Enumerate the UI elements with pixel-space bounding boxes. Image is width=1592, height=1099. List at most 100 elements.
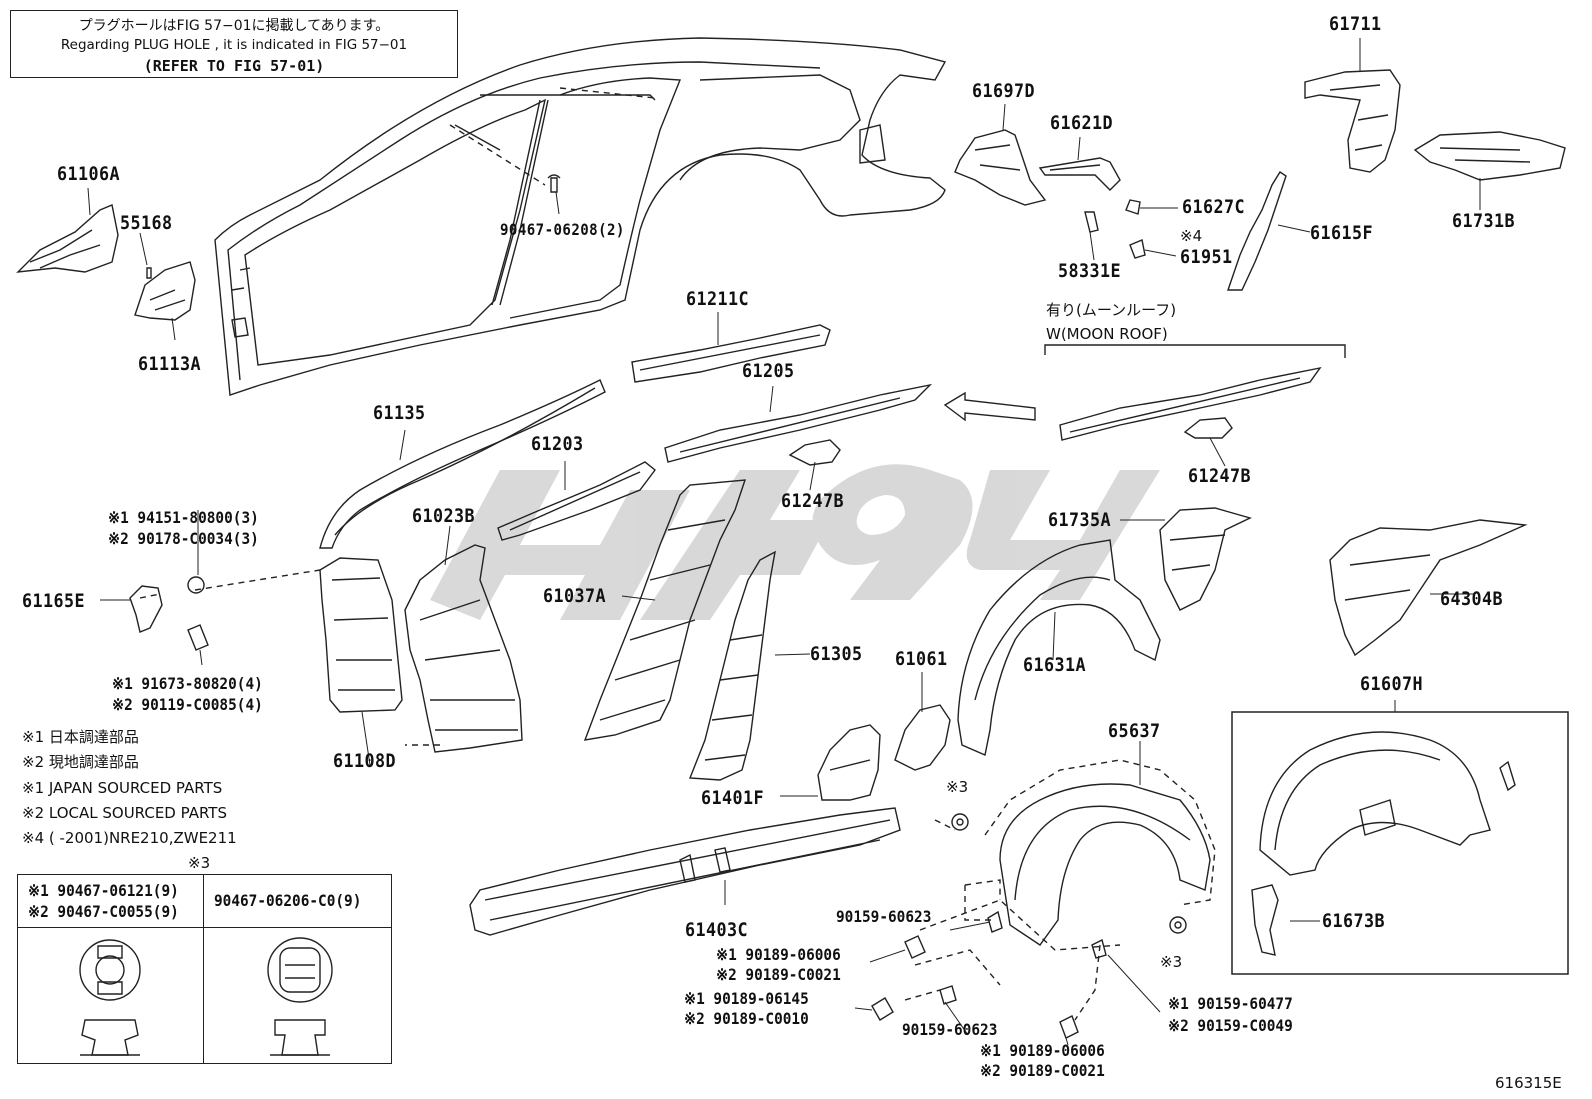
label-94151-80800[interactable]: ※1 94151-80800(3) — [108, 508, 259, 527]
part-61615F — [1227, 171, 1287, 291]
label-61205[interactable]: 61205 — [742, 360, 795, 382]
moon-roof-en: W(MOON ROOF) — [1046, 325, 1168, 343]
label-55168[interactable]: 55168 — [120, 212, 173, 234]
part-61731B — [1413, 131, 1566, 181]
part-61135 — [319, 379, 606, 549]
clip-table: ※1 90467-06121(9) ※2 90467-C0055(9) 9046… — [17, 874, 392, 1064]
label-61627C[interactable]: 61627C — [1182, 196, 1246, 218]
label-61113A[interactable]: 61113A — [138, 353, 202, 375]
table-left-1[interactable]: ※1 90467-06121(9) — [28, 881, 179, 900]
label-61615F[interactable]: 61615F — [1310, 222, 1374, 244]
label-61711[interactable]: 61711 — [1329, 13, 1382, 35]
figure-code: 616315E — [1495, 1074, 1562, 1092]
clip-icon-right — [267, 937, 333, 1056]
watermark-logo — [430, 464, 1160, 620]
label-90178-C0034[interactable]: ※2 90178-C0034(3) — [108, 529, 259, 548]
label-61607H[interactable]: 61607H — [1360, 673, 1424, 695]
mark-3-top: ※3 — [946, 778, 969, 796]
mark-61951: ※4 — [1180, 227, 1203, 245]
label-90189-06006-b[interactable]: ※1 90189-06006 — [980, 1041, 1105, 1060]
fastener-bolt-c — [1091, 938, 1107, 959]
label-65637[interactable]: 65637 — [1108, 720, 1161, 742]
label-61673B[interactable]: 61673B — [1322, 910, 1386, 932]
part-61205 — [664, 383, 933, 463]
clip-icon-left — [79, 939, 141, 1056]
part-61305 — [688, 550, 776, 781]
frame-61607H — [1231, 711, 1569, 975]
label-61697D[interactable]: 61697D — [972, 80, 1036, 102]
label-90159-60623-b[interactable]: 90159-60623 — [902, 1020, 998, 1039]
label-90189-C0021-b[interactable]: ※2 90189-C0021 — [980, 1061, 1105, 1080]
label-64304B[interactable]: 64304B — [1440, 588, 1504, 610]
legend-2-jp: ※2 現地調達部品 — [22, 753, 139, 771]
part-61247B-b — [1183, 417, 1233, 439]
label-61203[interactable]: 61203 — [531, 433, 584, 455]
label-58331E[interactable]: 58331E — [1058, 260, 1122, 282]
leader-lines — [87, 38, 1481, 1046]
liner-dashed-outline — [139, 569, 1216, 1021]
note-line-en: Regarding PLUG HOLE , it is indicated in… — [60, 37, 408, 53]
part-61951 — [1129, 239, 1146, 259]
label-61401F[interactable]: 61401F — [701, 787, 765, 809]
part-61108D — [319, 557, 403, 713]
fastener-clip-c — [1059, 1015, 1079, 1039]
label-61165E[interactable]: 61165E — [22, 590, 86, 612]
fastener-nut-right — [1169, 916, 1187, 934]
part-61711 — [1304, 69, 1401, 173]
fastener-clip-b — [871, 997, 894, 1021]
note-line-jp: プラグホールはFIG 57−01に掲載してあります。 — [78, 18, 390, 34]
label-90189-C0021-a[interactable]: ※2 90189-C0021 — [716, 965, 841, 984]
arrow-left-icon — [943, 391, 1036, 422]
moon-roof-jp: 有り(ムーンルーフ) — [1046, 301, 1177, 319]
label-90467-06208[interactable]: 90467-06208(2) — [500, 220, 625, 239]
label-90159-C0049[interactable]: ※2 90159-C0049 — [1168, 1016, 1293, 1035]
fastener-clip-a — [904, 935, 926, 959]
note-refer: (REFER TO FIG 57-01) — [143, 57, 325, 75]
part-61037A — [583, 479, 747, 741]
label-61061[interactable]: 61061 — [895, 648, 948, 670]
label-61621D[interactable]: 61621D — [1050, 112, 1114, 134]
part-61607H — [1259, 731, 1516, 876]
label-61023B[interactable]: 61023B — [412, 505, 476, 527]
label-61211C[interactable]: 61211C — [686, 288, 750, 310]
part-61106A — [16, 204, 119, 273]
label-61403C[interactable]: 61403C — [685, 919, 749, 941]
part-61403C — [469, 807, 901, 936]
part-64304B — [1329, 519, 1528, 657]
legend-4: ※4 ( -2001)NRE210,ZWE211 — [22, 829, 237, 847]
fastener-bolt-b — [939, 985, 957, 1005]
label-90159-60623-a[interactable]: 90159-60623 — [836, 907, 932, 926]
label-61247B-a[interactable]: 61247B — [781, 490, 845, 512]
label-91673-80820[interactable]: ※1 91673-80820(4) — [112, 674, 263, 693]
label-61037A[interactable]: 61037A — [543, 585, 607, 607]
label-61631A[interactable]: 61631A — [1023, 654, 1087, 676]
legend-2-en: ※2 LOCAL SOURCED PARTS — [22, 804, 227, 822]
part-61673B — [1251, 884, 1279, 956]
part-61697D — [954, 129, 1047, 206]
label-61731B[interactable]: 61731B — [1452, 210, 1516, 232]
part-61061 — [894, 704, 951, 771]
part-65637 — [999, 783, 1211, 946]
label-61735A[interactable]: 61735A — [1048, 509, 1112, 531]
table-right[interactable]: 90467-06206-C0(9) — [214, 891, 362, 910]
legend-1-en: ※1 JAPAN SOURCED PARTS — [22, 779, 223, 797]
label-90159-60477[interactable]: ※1 90159-60477 — [1168, 994, 1293, 1013]
legend-1-jp: ※1 日本調達部品 — [22, 728, 139, 746]
part-61113A — [134, 261, 196, 321]
moon-roof-rail — [1044, 344, 1346, 441]
label-61247B-b[interactable]: 61247B — [1188, 465, 1252, 487]
label-61305[interactable]: 61305 — [810, 643, 863, 665]
part-61203 — [497, 461, 656, 541]
label-90189-06145[interactable]: ※1 90189-06145 — [684, 989, 809, 1008]
label-90189-C0010[interactable]: ※2 90189-C0010 — [684, 1009, 809, 1028]
label-61108D[interactable]: 61108D — [333, 750, 397, 772]
part-61247B-a — [788, 439, 841, 466]
label-61106A[interactable]: 61106A — [57, 163, 121, 185]
label-90189-06006-a[interactable]: ※1 90189-06006 — [716, 945, 841, 964]
label-90119-C0085[interactable]: ※2 90119-C0085(4) — [112, 695, 263, 714]
label-61951[interactable]: 61951 — [1180, 246, 1233, 268]
table-left-2[interactable]: ※2 90467-C0055(9) — [28, 902, 179, 921]
label-61135[interactable]: 61135 — [373, 402, 426, 424]
